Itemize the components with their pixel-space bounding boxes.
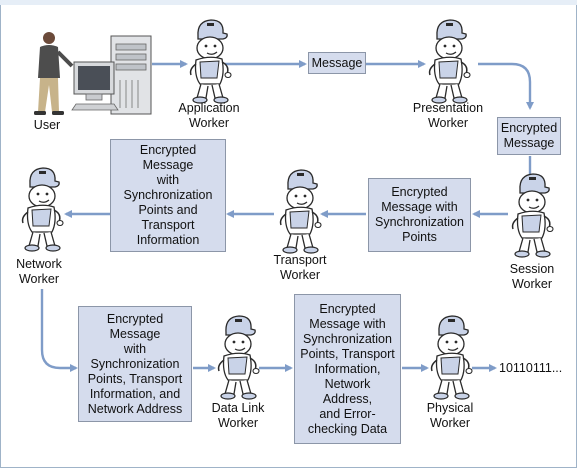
network-worker-label: Network Worker: [4, 257, 74, 287]
transport-worker-icon: [279, 169, 322, 254]
sync-points-box: Encrypted Message with Synchronization P…: [368, 178, 471, 252]
presentation-worker-label: Presentation Worker: [400, 101, 496, 131]
box-line: Encrypted: [319, 301, 376, 316]
box-line: Message: [503, 136, 555, 150]
datalink-worker-label: Data Link Worker: [200, 401, 276, 431]
application-worker-label: Application Worker: [164, 101, 254, 131]
output-bits: 10110111...: [499, 360, 562, 376]
label-line: Worker: [429, 416, 471, 430]
physical-worker-label: Physical Worker: [412, 401, 488, 431]
label-line: Application: [178, 101, 240, 115]
box-line: Synchronization: [123, 188, 213, 202]
top-edge: [0, 0, 577, 5]
label-line: Worker: [427, 116, 469, 130]
label-line: Worker: [511, 277, 553, 291]
box-line: Encrypted Message: [139, 143, 197, 172]
error-checking-box: Encrypted Message with Synchronization P…: [294, 294, 401, 444]
box-line: Points, Transport: [300, 346, 395, 361]
application-worker-icon: [189, 19, 232, 104]
network-worker-icon: [21, 167, 64, 252]
box-line: Synchronization: [90, 356, 180, 371]
label-line: Session: [509, 262, 555, 276]
network-address-box: Encrypted Message with Synchronization P…: [78, 306, 192, 422]
session-worker-icon: [511, 173, 554, 258]
transport-worker-label: Transport Worker: [262, 253, 338, 283]
label-line: Transport: [273, 253, 327, 267]
transport-information-box: Encrypted Message with Synchronization P…: [110, 139, 226, 252]
arrow-network-to-networkaddr: [40, 289, 78, 372]
box-line: Encrypted: [391, 185, 448, 199]
box-line: with: [156, 173, 180, 187]
label-line: Data Link: [211, 401, 265, 415]
box-line: Points: [402, 230, 437, 244]
datalink-worker-icon: [217, 315, 260, 400]
label-line: Physical: [426, 401, 474, 415]
box-line: Encrypted Message: [106, 311, 164, 341]
box-line: Information, and: [89, 386, 181, 401]
message-box: Message: [308, 52, 366, 74]
label-line: Worker: [18, 272, 60, 286]
box-line: and Error-: [319, 406, 376, 421]
box-line: Transport: [141, 218, 195, 232]
user-label: User: [22, 118, 72, 133]
label-line: Worker: [188, 116, 230, 130]
box-line: Points, Transport: [87, 371, 183, 386]
box-line: Information: [136, 233, 200, 247]
session-worker-label: Session Worker: [497, 262, 567, 292]
label-line: Network: [16, 257, 62, 271]
box-line: Points and: [138, 203, 198, 217]
box-line: Message with: [309, 316, 386, 331]
physical-worker-icon: [430, 315, 473, 400]
person-icon: [34, 32, 74, 115]
output-bits-text: 10110111...: [499, 361, 563, 375]
label-line: Worker: [217, 416, 259, 430]
box-line: Message: [311, 55, 363, 70]
encrypted-message-box: Encrypted Message: [497, 117, 561, 155]
box-line: Encrypted: [500, 121, 558, 135]
box-line: checking Data: [307, 421, 388, 436]
desktop-computer-icon: [71, 35, 152, 115]
box-line: Network Address: [87, 401, 183, 416]
user-label-text: User: [33, 118, 61, 132]
arrow-presentation-to-encrypted: [478, 62, 534, 110]
box-line: Message with: [381, 200, 458, 214]
label-line: Presentation: [412, 101, 484, 115]
box-line: Synchronization: [303, 331, 392, 346]
box-line: with: [123, 341, 147, 356]
box-line: Information,: [314, 361, 381, 376]
label-line: Worker: [279, 268, 321, 282]
box-line: Network Address,: [322, 376, 373, 406]
presentation-worker-icon: [428, 19, 471, 104]
box-line: Synchronization: [375, 215, 464, 229]
